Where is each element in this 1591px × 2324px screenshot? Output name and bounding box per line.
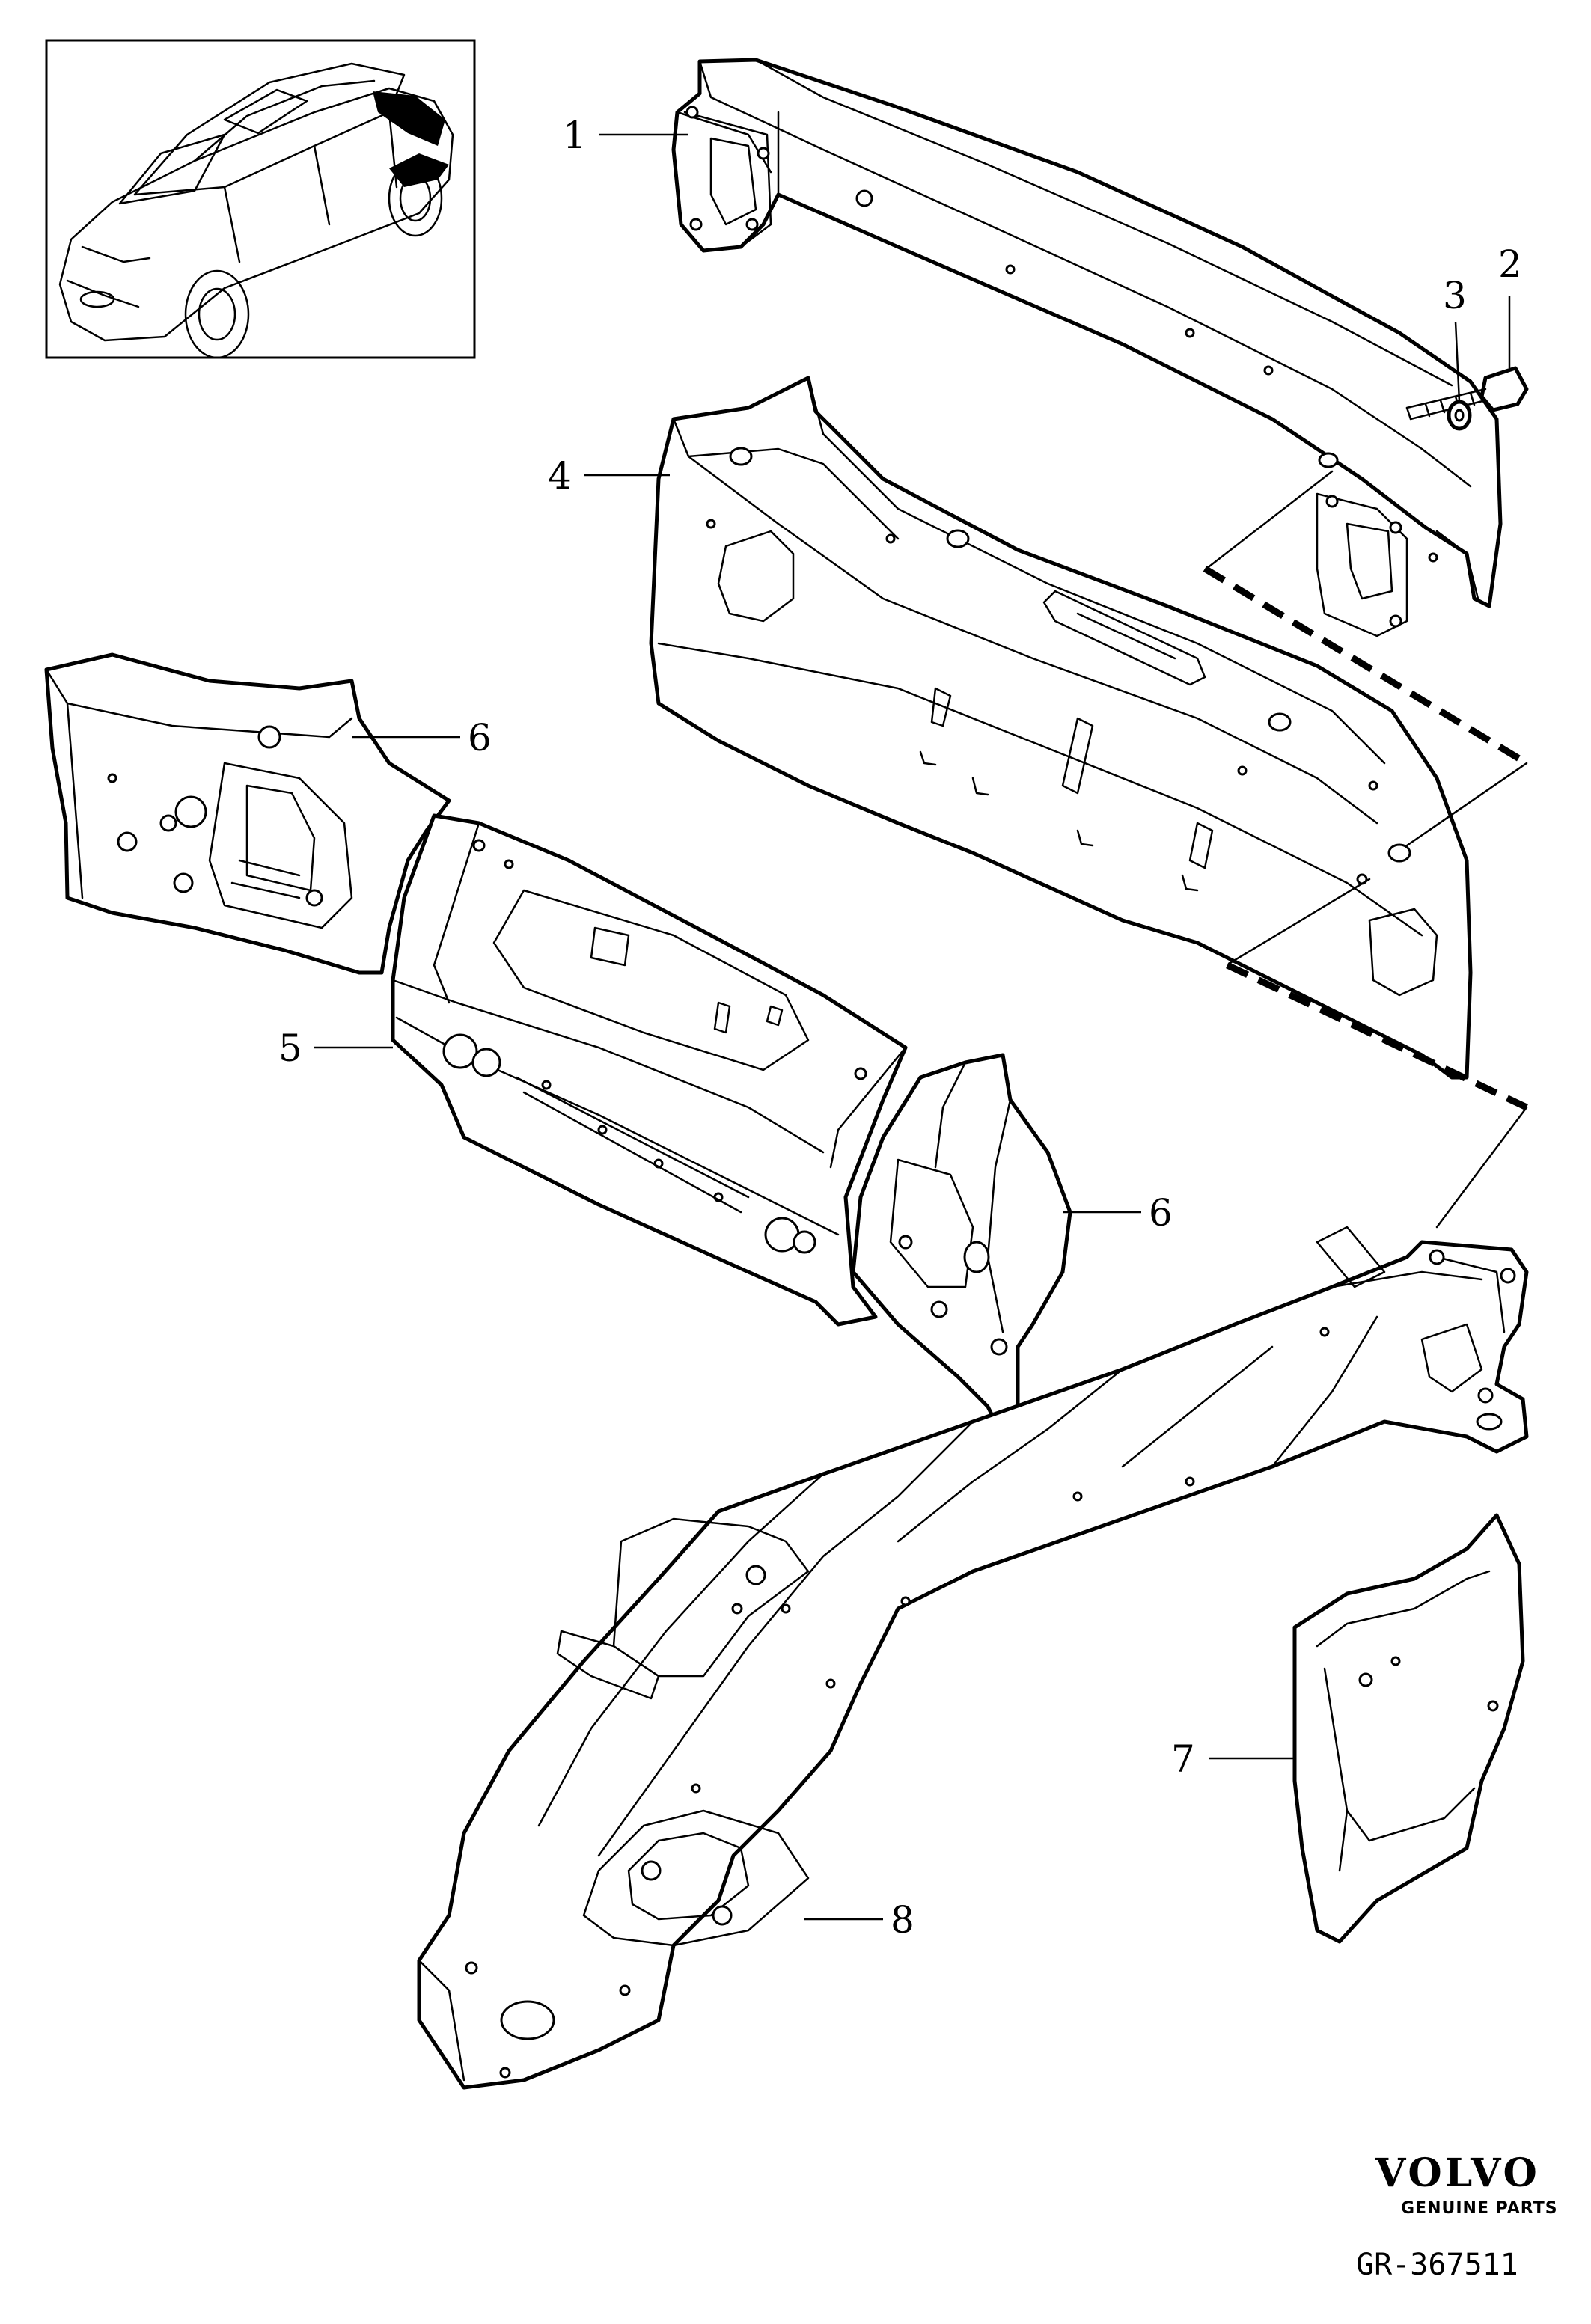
part-1-bumper-reinforcement	[671, 58, 1503, 637]
part-8-side-member-rail	[417, 1226, 1529, 2090]
part-3-washer	[1447, 400, 1472, 431]
reference-code: GR-367511	[1356, 2248, 1518, 2282]
callout-6-right: 6	[1149, 1191, 1173, 1235]
callout-6-left: 6	[468, 716, 492, 759]
part-7-inner-bracket	[1292, 1513, 1525, 1944]
brand-block: VOLVO GENUINE PARTS GR-367511	[1356, 2150, 1558, 2282]
part-6-left-side-panel	[44, 652, 451, 975]
car-outline-icon	[58, 62, 454, 359]
leader-lines	[314, 133, 1511, 1921]
brand-logo: VOLVO	[1375, 2150, 1540, 2196]
assembly-dashed-lines	[1203, 470, 1529, 1229]
part-4-rear-panel	[649, 376, 1473, 1080]
brand-tagline: GENUINE PARTS	[1401, 2199, 1558, 2218]
callout-2: 2	[1498, 242, 1522, 286]
part-5-cross-member	[391, 813, 908, 1327]
callout-5: 5	[278, 1027, 302, 1070]
callout-7: 7	[1171, 1737, 1195, 1781]
callout-1: 1	[563, 114, 587, 157]
callout-8: 8	[891, 1898, 914, 1942]
vehicle-locator-inset	[45, 39, 476, 359]
callout-4: 4	[548, 454, 572, 498]
callout-3: 3	[1443, 274, 1467, 317]
callout-labels: 1 2 3 4 6 5 6 7 8	[278, 114, 1522, 1942]
part-6-right-side-panel	[851, 1053, 1072, 1439]
